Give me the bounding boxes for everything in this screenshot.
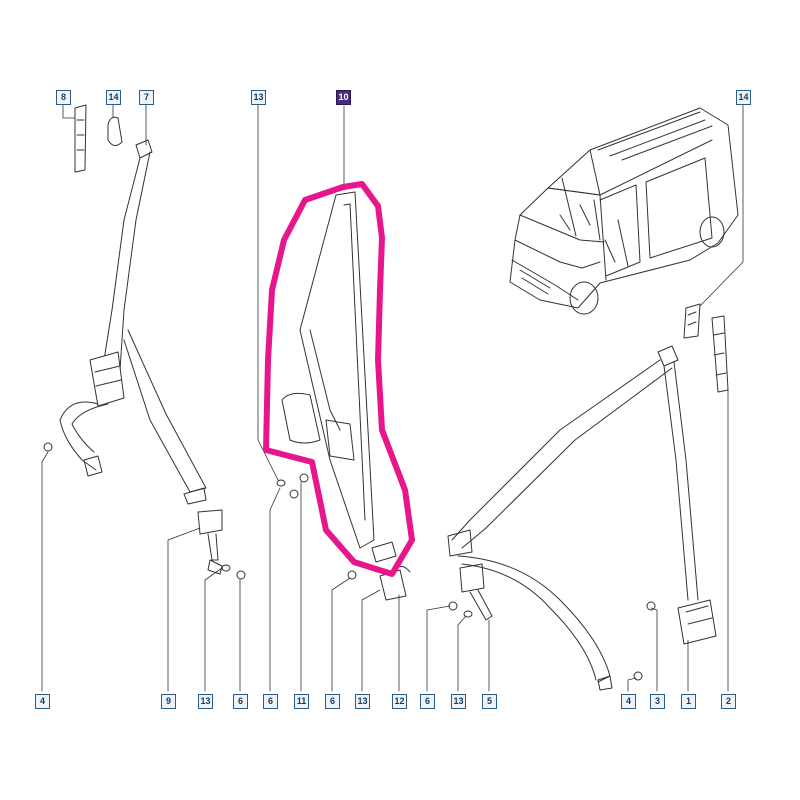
- callout-6-b[interactable]: 6: [263, 694, 278, 709]
- center-seat-belt-assembly: [276, 191, 411, 601]
- callout-4-left[interactable]: 4: [35, 694, 50, 709]
- callout-1[interactable]: 1: [681, 694, 696, 709]
- callout-3[interactable]: 3: [650, 694, 665, 709]
- callout-5[interactable]: 5: [482, 694, 497, 709]
- callout-7[interactable]: 7: [139, 90, 154, 105]
- callout-9[interactable]: 9: [161, 694, 176, 709]
- callout-14-left[interactable]: 14: [106, 90, 121, 105]
- callout-13-b[interactable]: 13: [355, 694, 370, 709]
- callout-12[interactable]: 12: [392, 694, 407, 709]
- callout-2[interactable]: 2: [721, 694, 736, 709]
- callout-13-c[interactable]: 13: [451, 694, 466, 709]
- part-10-highlight: [263, 181, 415, 577]
- van-illustration: [509, 107, 739, 315]
- left-seat-belt-assembly: [43, 104, 246, 580]
- right-seat-belt-assembly: [447, 303, 729, 691]
- callout-leader-lines: [41, 103, 744, 692]
- callout-4-right[interactable]: 4: [621, 694, 636, 709]
- callout-6-a[interactable]: 6: [233, 694, 248, 709]
- callout-11[interactable]: 11: [294, 694, 309, 709]
- callout-10-selected[interactable]: 10: [336, 90, 351, 105]
- callout-8[interactable]: 8: [56, 90, 71, 105]
- callout-13-top[interactable]: 13: [251, 90, 266, 105]
- callout-6-d[interactable]: 6: [420, 694, 435, 709]
- callout-13-a[interactable]: 13: [198, 694, 213, 709]
- callout-6-c[interactable]: 6: [325, 694, 340, 709]
- callout-14-right[interactable]: 14: [736, 90, 751, 105]
